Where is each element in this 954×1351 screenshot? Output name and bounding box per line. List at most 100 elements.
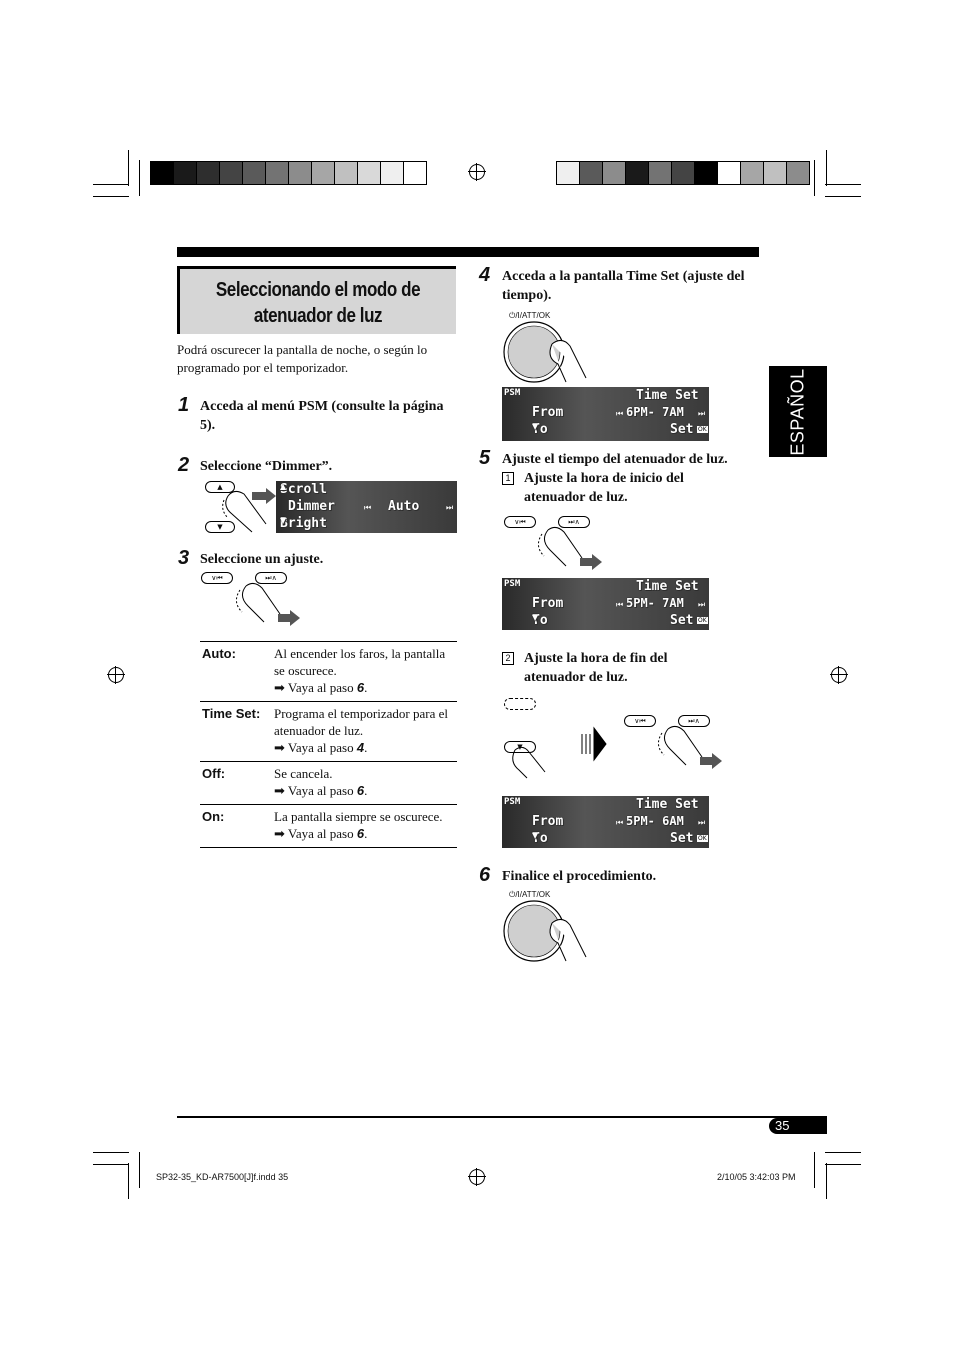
prev-button[interactable]: ∨⏮ — [201, 572, 233, 584]
color-swatch — [381, 162, 404, 184]
knob-label: ⏻/I/ATT/OK — [509, 890, 551, 899]
crop-mark — [826, 1163, 827, 1199]
crop-mark — [93, 184, 129, 185]
prev-track-icon: ⏮ — [616, 600, 624, 609]
control-knob-icon[interactable] — [500, 318, 590, 384]
crop-mark — [814, 160, 815, 196]
step-number: 5 — [479, 447, 491, 469]
footer-date: 2/10/05 3:42:03 PM — [717, 1172, 796, 1182]
color-swatch — [174, 162, 197, 184]
next-button[interactable]: ⏭∧ — [558, 516, 590, 528]
arrow-right-icon: ➡ — [274, 680, 285, 695]
color-swatch — [404, 162, 426, 184]
step-number: 6 — [479, 864, 491, 886]
option-row: Time Set: Programa el temporizador para e… — [200, 701, 457, 762]
down-arrow-icon: ▼ — [532, 422, 539, 431]
control-knob-icon[interactable] — [500, 897, 590, 963]
step-text: Ajuste el tiempo del atenuador de luz. — [502, 452, 728, 467]
color-swatch — [557, 162, 580, 184]
crop-mark — [825, 1164, 861, 1165]
color-swatch — [266, 162, 289, 184]
registration-mark-icon — [830, 666, 848, 684]
crop-mark — [825, 184, 861, 185]
dashed-button — [504, 698, 536, 710]
color-swatch — [312, 162, 335, 184]
registration-mark-icon — [107, 666, 125, 684]
arrow-right-icon: ➡ — [274, 740, 285, 755]
color-swatch — [243, 162, 266, 184]
page-title: Seleccionando el modo de atenuador de lu… — [215, 279, 421, 327]
option-key: Auto: — [202, 646, 236, 661]
next-button[interactable]: ⏭∧ — [678, 715, 710, 727]
color-swatch — [603, 162, 626, 184]
option-key: Time Set: — [202, 706, 261, 721]
prev-button[interactable]: ∨⏮ — [504, 516, 536, 528]
color-bar-left — [150, 161, 427, 185]
up-arrow-icon: ▲ — [280, 482, 287, 491]
crop-mark — [93, 196, 129, 197]
arrow-right-icon: ➡ — [274, 783, 285, 798]
option-description: Se cancela.➡ Vaya al paso 6. — [274, 766, 368, 798]
ok-icon: OK — [697, 835, 708, 842]
down-arrow-icon: ▼ — [280, 516, 287, 525]
top-rule — [177, 247, 759, 257]
step-number: 4 — [479, 264, 491, 286]
ok-icon: OK — [697, 426, 708, 433]
next-track-icon: ⏭ — [698, 409, 706, 418]
step-text: Acceda al menú PSM (consulte la página 5… — [200, 399, 444, 433]
knob-label: ⏻/I/ATT/OK — [509, 311, 551, 320]
down-button[interactable]: ▼ — [504, 741, 536, 753]
crop-mark — [814, 1152, 815, 1188]
finger-press-icon — [512, 746, 546, 779]
down-arrow-icon: ▼ — [532, 613, 539, 622]
color-swatch — [580, 162, 603, 184]
next-track-icon: ⏭ — [446, 503, 454, 512]
color-swatch — [695, 162, 718, 184]
option-row: Auto: Al encender los faros, la pantalla … — [200, 641, 457, 702]
crop-mark — [139, 1152, 140, 1188]
crop-mark — [93, 1164, 129, 1165]
prev-track-icon: ⏮ — [364, 503, 372, 512]
next-button[interactable]: ⏭∧ — [255, 572, 287, 584]
color-swatch — [672, 162, 695, 184]
color-swatch — [335, 162, 358, 184]
bottom-rule — [177, 1116, 827, 1118]
options-table: Auto: Al encender los faros, la pantalla … — [200, 641, 457, 848]
finger-press-icon — [658, 725, 722, 769]
arrow-right-icon: ➡ — [274, 826, 285, 841]
up-button[interactable]: ▲ — [205, 481, 235, 493]
option-description: La pantalla siempre se oscurece.➡ Vaya a… — [274, 809, 443, 841]
color-swatch — [358, 162, 381, 184]
down-button[interactable]: ▼ — [205, 521, 235, 533]
color-swatch — [197, 162, 220, 184]
right-arrow-icon — [581, 726, 607, 762]
step-text: Seleccione “Dimmer”. — [200, 459, 333, 474]
option-description: Al encender los faros, la pantalla se os… — [274, 646, 446, 695]
prev-button[interactable]: ∨⏮ — [624, 715, 656, 727]
finger-press-icon — [236, 582, 300, 626]
option-key: On: — [202, 809, 225, 824]
option-row: Off:Se cancela.➡ Vaya al paso 6. — [200, 761, 457, 805]
color-swatch — [220, 162, 243, 184]
option-description: Programa el temporizador para el atenuad… — [274, 706, 448, 755]
color-swatch — [649, 162, 672, 184]
step-text: Acceda a la pantalla Time Set (ajuste de… — [502, 269, 745, 303]
crop-mark — [93, 1152, 129, 1153]
color-swatch — [741, 162, 764, 184]
step-text: Seleccione un ajuste. — [200, 552, 324, 567]
crop-mark — [128, 150, 129, 186]
option-row: On: La pantalla siempre se oscurece.➡ Vay… — [200, 804, 457, 848]
registration-mark-icon — [468, 163, 486, 181]
step-number: 1 — [178, 394, 190, 416]
crop-mark — [825, 196, 861, 197]
crop-mark — [139, 160, 140, 196]
page-number-badge: 35 — [769, 1118, 827, 1134]
step-number: 2 — [178, 454, 190, 476]
footer-file: SP32-35_KD-AR7500[J]f.indd 35 — [156, 1172, 289, 1182]
prev-track-icon: ⏮ — [616, 409, 624, 418]
finger-press-icon — [222, 488, 276, 533]
section-title-box: Seleccionando el modo de atenuador de lu… — [177, 266, 456, 334]
color-swatch — [151, 162, 174, 184]
